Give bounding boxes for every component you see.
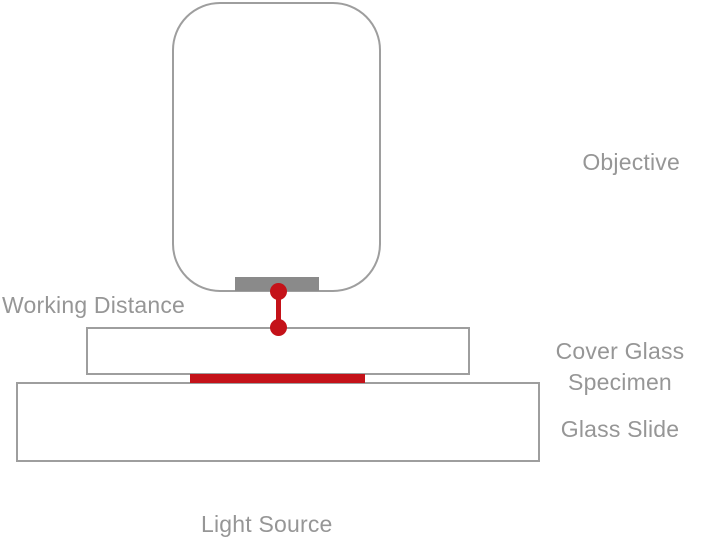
working-distance-label: Working Distance [2,292,186,318]
glass-slide-shape [16,382,540,462]
specimen-label: Specimen [568,369,672,395]
specimen-shape [190,374,365,383]
objective-label: Objective [582,149,680,175]
working-distance-line [276,291,281,328]
objective-body-shape [172,2,381,292]
working-distance-dot-bottom [270,319,287,336]
light-source-label: Light Source [201,511,333,537]
working-distance-dot-top [270,283,287,300]
cover-glass-label: Cover Glass [555,338,685,364]
glass-slide-label: Glass Slide [560,416,680,442]
